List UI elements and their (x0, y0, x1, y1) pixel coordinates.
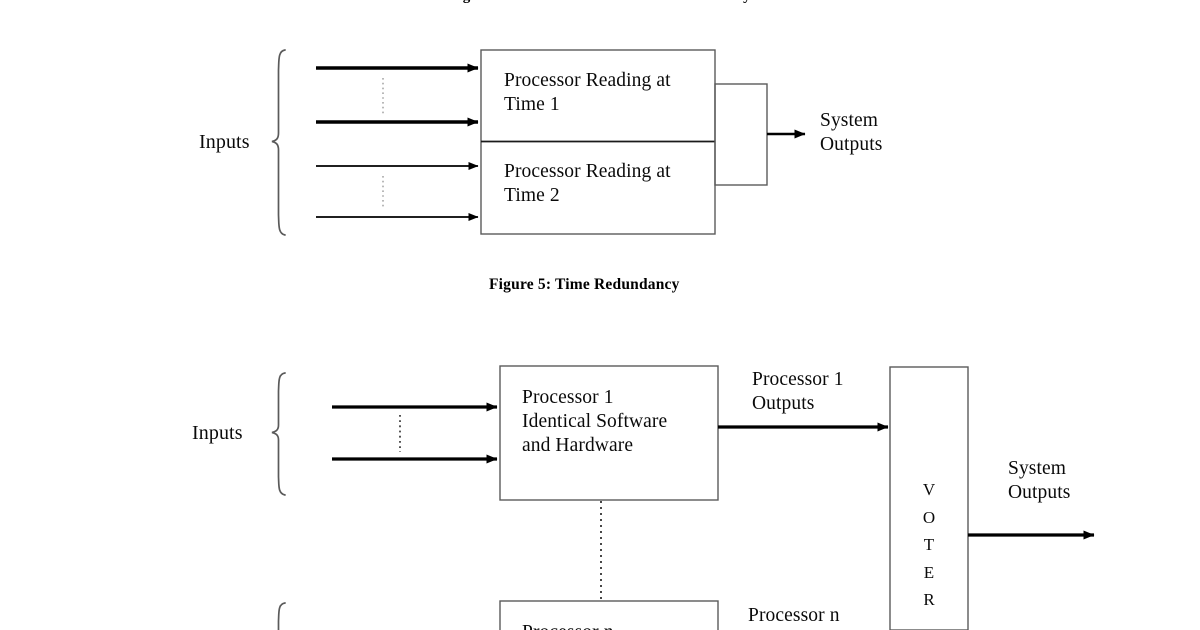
processor-1-box (499, 365, 719, 501)
processor-reading-time-1-label: Processor Reading at Time 1 (504, 70, 671, 115)
input-arrows-figure-6 (332, 402, 498, 464)
system-outputs-label-figure-5: System Outputs (820, 110, 883, 155)
clipped-top-caption: Figure 4: Hardware and Software Redundan… (300, 0, 900, 5)
merge-connector-figure-5 (714, 83, 768, 186)
inputs-brace-figure-6 (271, 372, 286, 496)
inputs-label-figure-6: Inputs (192, 422, 243, 444)
voter-label: V O T E R (922, 480, 936, 610)
processor-1-label: Processor 1 Identical Software and Hardw… (522, 387, 668, 456)
inputs-brace-figure-6-lower (277, 602, 286, 630)
inputs-brace-figure-5 (271, 49, 286, 236)
figure-5-caption: Figure 5: Time Redundancy (489, 276, 680, 293)
processor-n-label: Processor n (522, 621, 722, 630)
processor-reading-time-2-label: Processor Reading at Time 2 (504, 161, 671, 206)
processor-n-outputs-label: Processor n (748, 605, 840, 626)
voter-box (889, 366, 969, 630)
processor-n-box (499, 600, 719, 630)
processor-1-outputs-label: Processor 1 Outputs (752, 369, 844, 414)
system-outputs-label-figure-6: System Outputs (1008, 458, 1071, 503)
input-arrows-figure-5 (316, 63, 479, 221)
inputs-label-figure-5: Inputs (199, 131, 250, 153)
